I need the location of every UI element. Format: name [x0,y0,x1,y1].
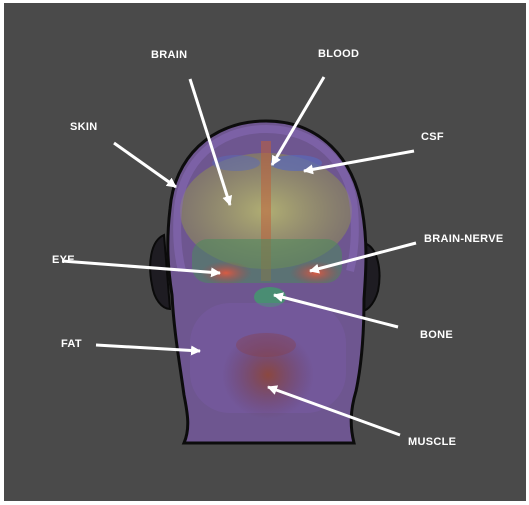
figure-canvas: BRAIN BLOOD SKIN CSF EYE BRAIN-NERVE FAT… [4,3,526,501]
label-csf: CSF [421,131,444,143]
head-illustration [4,3,526,501]
label-muscle: MUSCLE [408,436,456,448]
label-brain: BRAIN [151,49,187,61]
label-skin: SKIN [70,121,97,133]
label-blood: BLOOD [318,48,359,60]
label-fat: FAT [61,338,82,350]
label-bone: BONE [420,329,453,341]
label-brain-nerve: BRAIN-NERVE [424,233,504,245]
arrow-skin [114,143,176,187]
label-eye: EYE [52,254,75,266]
